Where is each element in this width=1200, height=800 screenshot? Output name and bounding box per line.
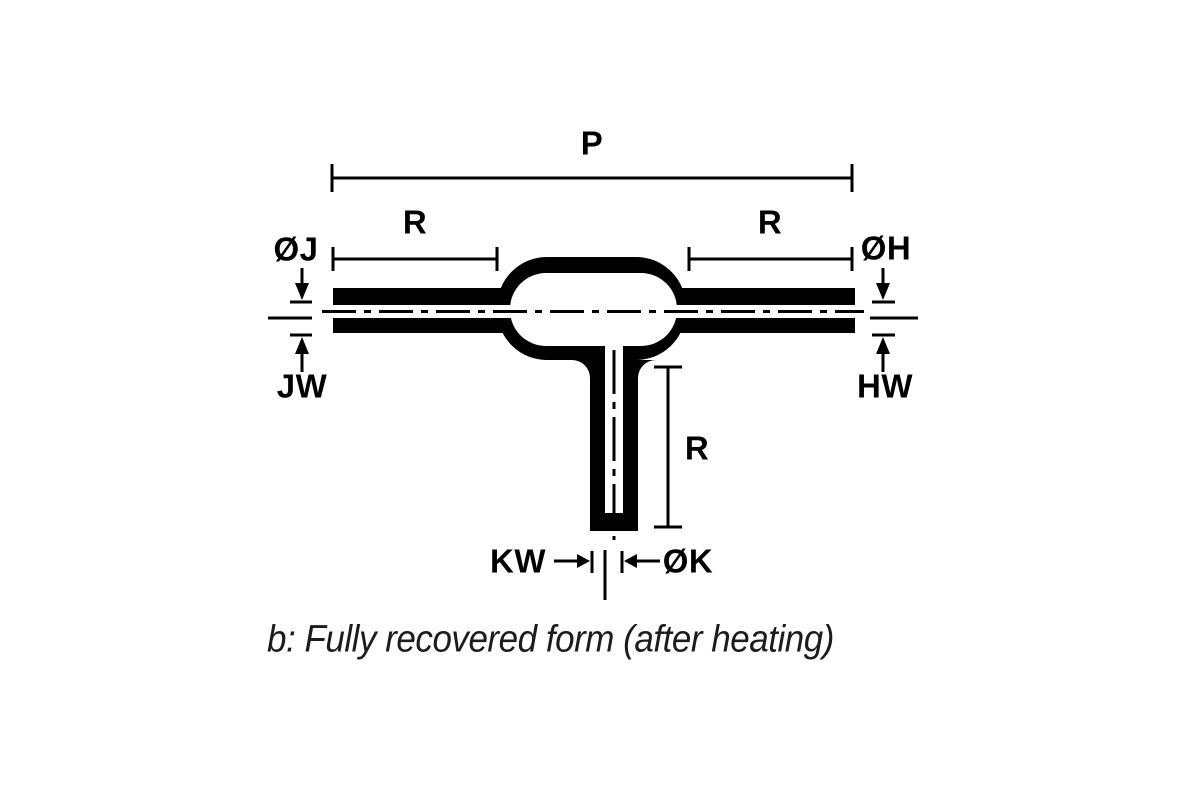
arrow-down-icon	[876, 283, 890, 300]
arrow-up-icon	[876, 337, 890, 354]
dim-label-dia-h: ØH	[860, 229, 912, 267]
dome-cavity	[510, 273, 677, 346]
figure-caption: b: Fully recovered form (after heating)	[267, 618, 834, 661]
dimension-r-right	[687, 247, 854, 271]
dim-label-dia-k: ØK	[662, 542, 714, 580]
dim-label-hw: HW	[857, 367, 913, 405]
tee-body-silhouette	[333, 257, 855, 531]
arrow-up-icon	[295, 337, 309, 354]
dim-label-r-leg: R	[684, 429, 710, 467]
dimension-dia-h-hw	[870, 268, 918, 372]
dim-label-kw: KW	[490, 542, 546, 580]
dimension-p	[330, 164, 854, 192]
dimension-kw-dia-k	[554, 550, 660, 600]
dimension-r-leg	[654, 365, 682, 529]
dim-label-r-left: R	[402, 203, 428, 241]
dim-label-r-right: R	[757, 203, 783, 241]
dim-label-dia-j: ØJ	[273, 230, 319, 268]
dimension-dia-j-jw	[268, 268, 312, 372]
arrow-right-icon	[577, 554, 590, 568]
arrow-left-icon	[624, 554, 637, 568]
dim-label-jw: JW	[276, 367, 328, 405]
arrow-down-icon	[295, 283, 309, 300]
dim-label-p: P	[580, 124, 604, 162]
dimension-r-left	[331, 247, 499, 271]
